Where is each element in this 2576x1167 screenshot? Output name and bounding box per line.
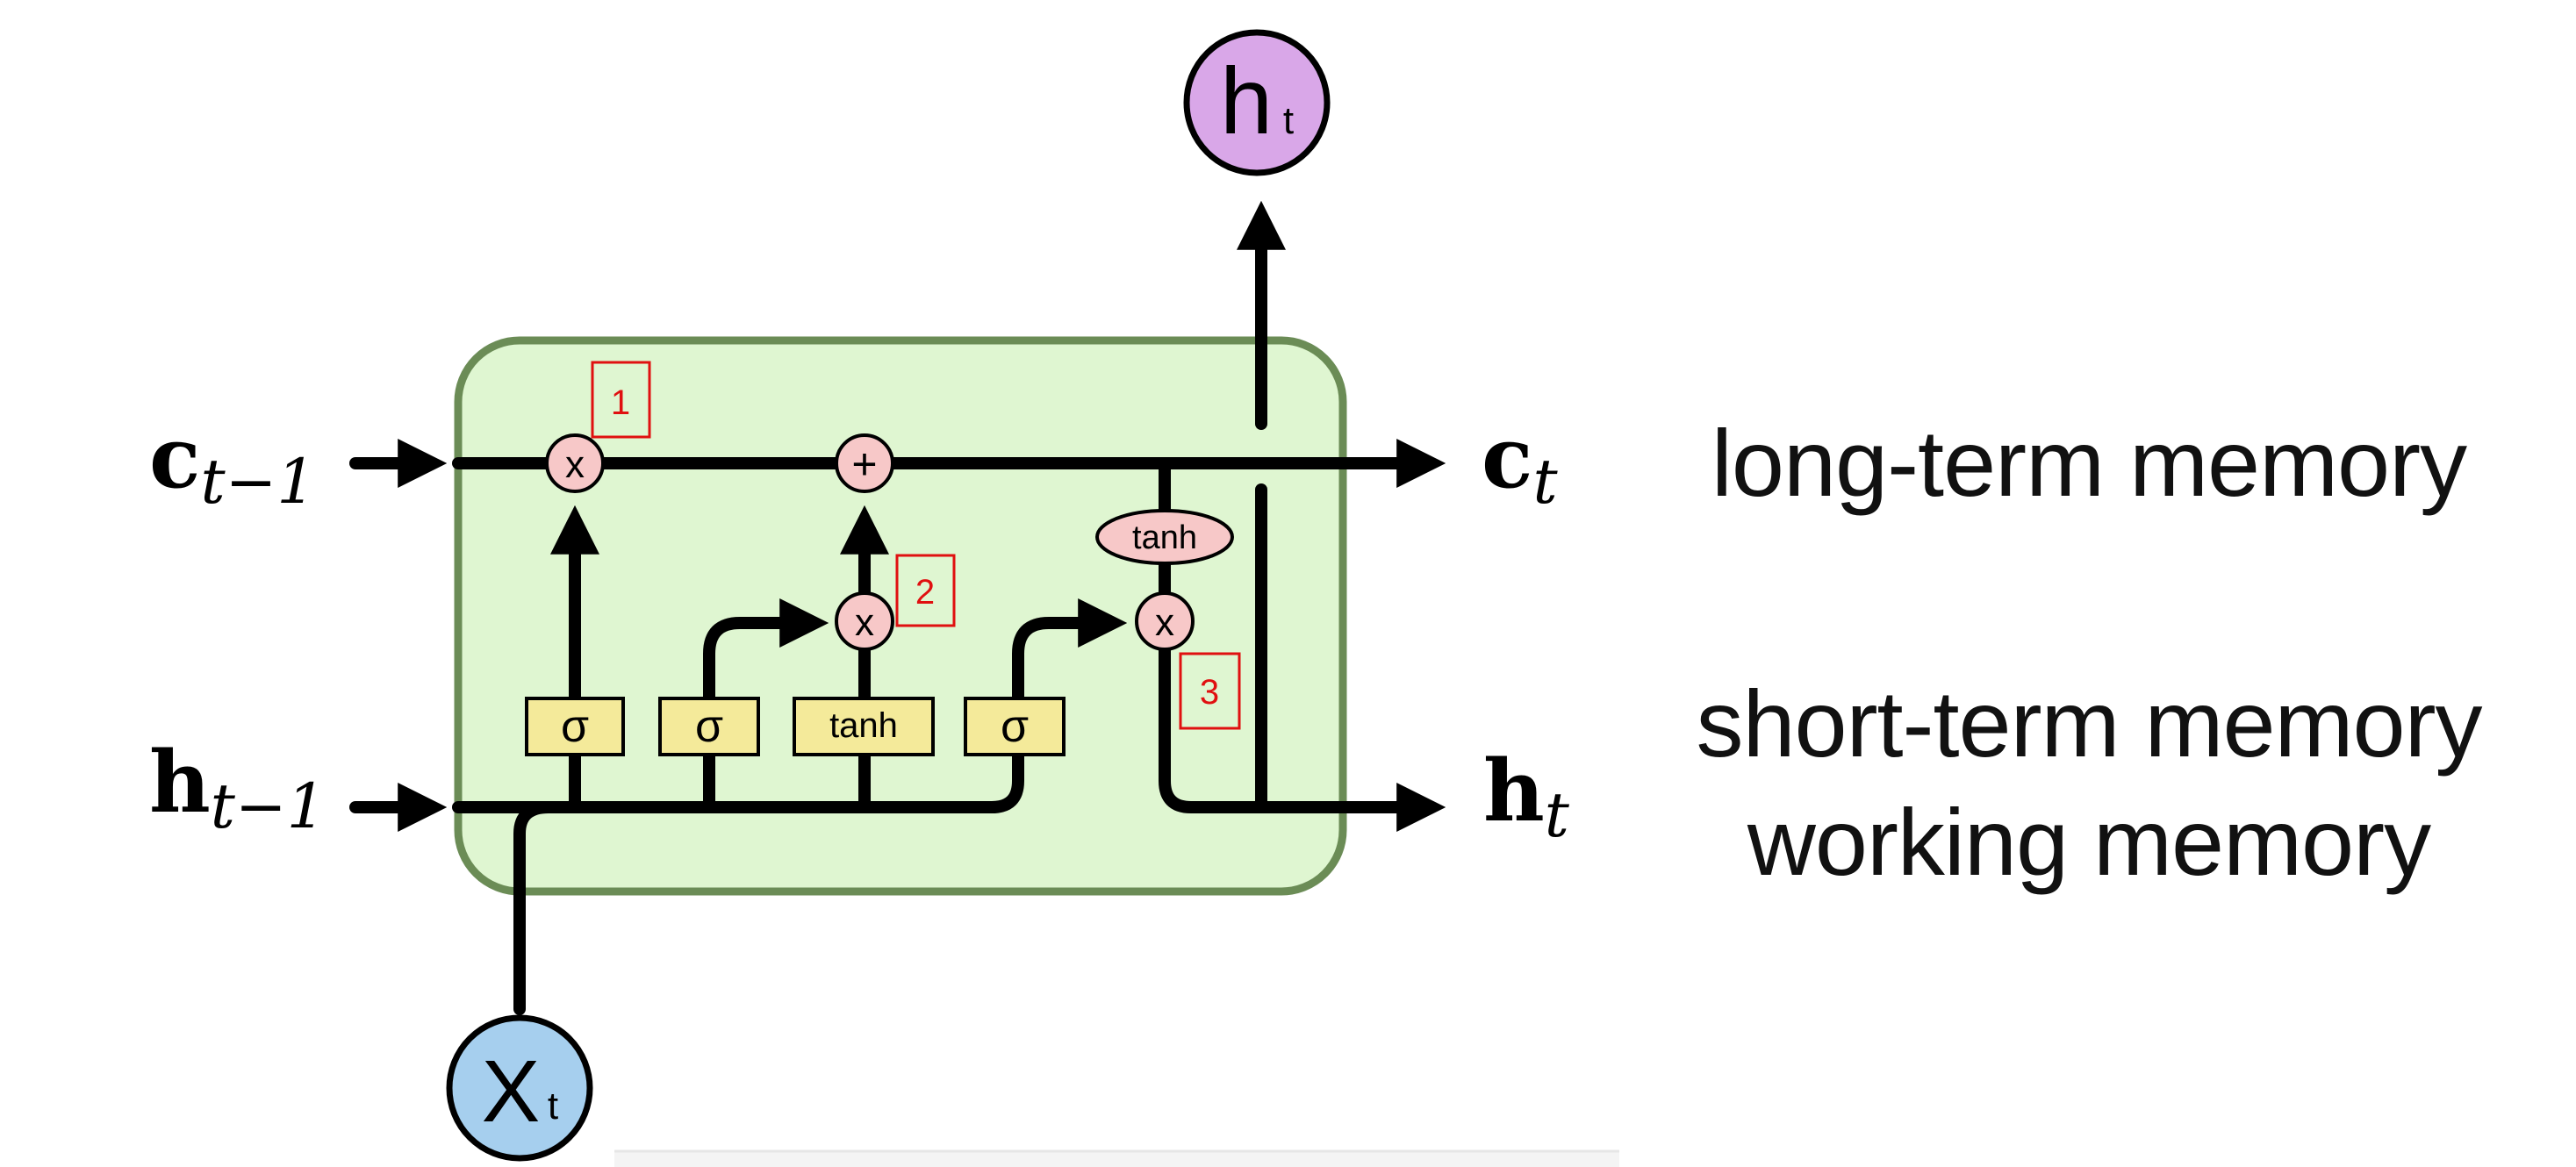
- callout-box-3: [1179, 652, 1241, 730]
- h-top-output-base: h: [1220, 47, 1273, 154]
- c-prev-label: ct−1: [149, 408, 316, 518]
- h-out-label: ht: [1483, 741, 1570, 851]
- c-prev-sub: t−1: [200, 446, 315, 518]
- connection-lines: [349, 200, 1446, 1015]
- callout-label-3: 3: [1200, 673, 1219, 712]
- candidate-gate-box: [793, 697, 935, 756]
- short-term-memory-caption: short-term memory: [1696, 670, 2482, 777]
- c-out-sub: t: [1532, 446, 1558, 518]
- x-input-base: X: [482, 1042, 541, 1141]
- callouts: [591, 361, 1241, 730]
- input-mult-label: x: [855, 601, 874, 644]
- forget-gate-label: σ: [561, 701, 589, 752]
- callout-box-2: [895, 554, 956, 627]
- add-label: +: [851, 440, 877, 489]
- x-input-node: [446, 1014, 593, 1162]
- long-term-memory-caption: long-term memory: [1711, 410, 2467, 516]
- forget-mult-label: x: [565, 443, 585, 486]
- gates: [525, 697, 1066, 756]
- input-mult-circle: [835, 591, 894, 651]
- candidate-gate-label: tanh: [829, 706, 898, 745]
- output-mult-to-h-line: [1159, 643, 1446, 832]
- input-gate-arrow: [703, 598, 829, 706]
- c-out-label: ct: [1482, 408, 1558, 518]
- output-gate-label: σ: [1001, 701, 1029, 752]
- forget-gate-box: [525, 697, 625, 756]
- x-input-line: [513, 801, 555, 1015]
- add-circle: [835, 433, 894, 493]
- output-gate-arrow: [1012, 598, 1128, 706]
- h-top-output-sub: t: [1283, 99, 1294, 142]
- working-memory-caption: working memory: [1747, 789, 2431, 895]
- pointwise-ops: [545, 433, 1234, 651]
- h-prev-label: ht−1: [149, 733, 326, 842]
- output-mult-circle: [1135, 591, 1195, 651]
- h-prev-sub: t−1: [211, 770, 326, 842]
- x-input-sub: t: [548, 1085, 558, 1128]
- hidden-bus-line: [452, 744, 1024, 813]
- callout-label-1: 1: [611, 383, 630, 422]
- forget-mult-circle: [545, 433, 605, 493]
- output-gate-box: [964, 697, 1066, 756]
- input-gate-label: σ: [695, 701, 723, 752]
- callout-box-1: [591, 361, 651, 439]
- cell-tanh-ellipse: [1095, 509, 1234, 565]
- bottom-strip: [614, 1151, 1619, 1167]
- cell-tanh-label: tanh: [1132, 519, 1197, 556]
- callout-label-2: 2: [915, 573, 935, 612]
- h-out-sub: t: [1545, 779, 1570, 851]
- input-gate-box: [658, 697, 760, 756]
- h-top-output-node: [1183, 29, 1331, 176]
- output-mult-label: x: [1155, 601, 1174, 644]
